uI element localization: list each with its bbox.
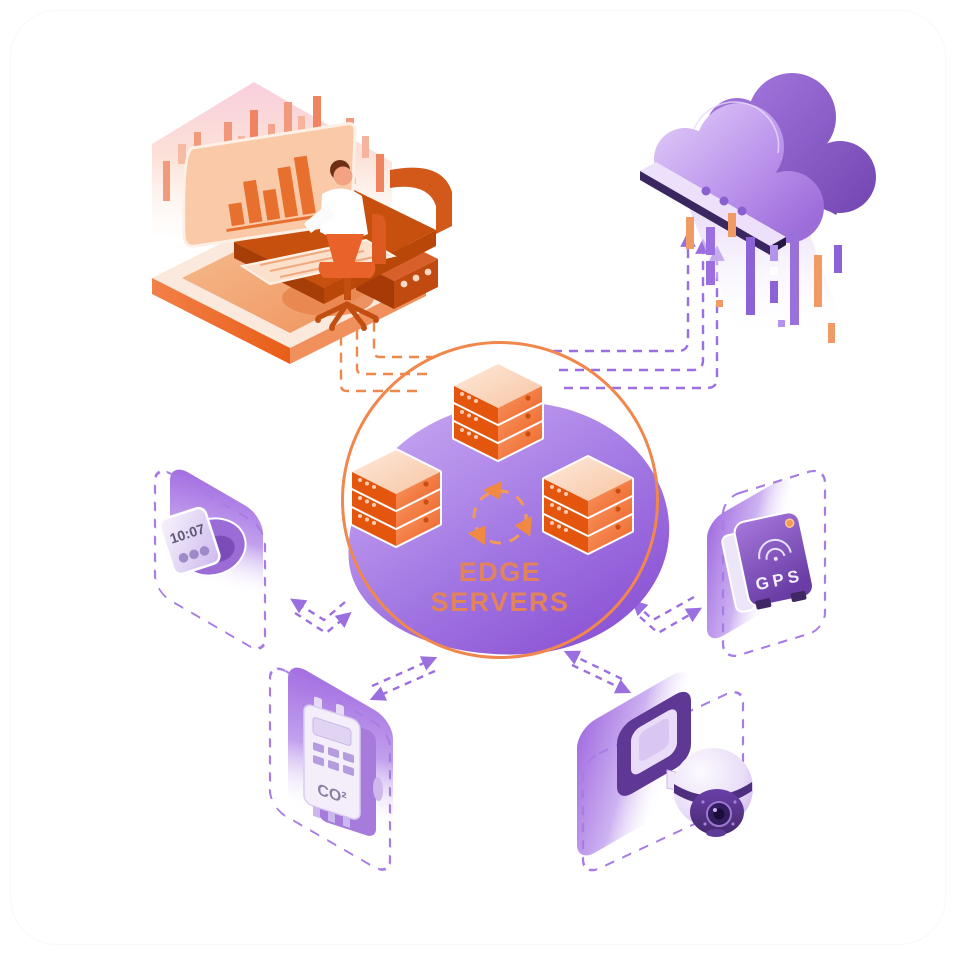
server-stack-icon [544, 457, 632, 553]
camera-dashed-frame [581, 690, 745, 872]
hub-label-line1: EDGE [458, 557, 542, 587]
person [304, 160, 368, 264]
bar-chart-on-screen [226, 155, 324, 233]
co2-sensor-illustration: CO² [268, 667, 393, 871]
security-camera-icon [673, 748, 753, 837]
smartwatch-illustration: 10:07 [153, 469, 267, 650]
gps-dashed-frame [721, 469, 827, 658]
cloud-storage-illustration [640, 73, 876, 360]
hub-graphics [341, 341, 659, 659]
node-co2-sensor: CO² [250, 645, 420, 880]
watch-dashed-frame [153, 470, 267, 650]
node-gps-tracker: GPS [690, 455, 850, 665]
server-stack-icon [352, 450, 440, 546]
node-smartwatch: 10:07 [140, 450, 300, 662]
smartwatch-icon: 10:07 [158, 506, 247, 577]
wall-mount-plate [617, 691, 691, 796]
gps-tracker-icon: GPS [721, 511, 814, 613]
co2-dashed-frame [268, 667, 392, 871]
hub-ring [341, 341, 659, 659]
node-security-camera [555, 650, 765, 885]
co2-sensor-icon: CO² [303, 696, 383, 836]
gps-tracker-illustration: GPS [707, 469, 827, 658]
security-camera-illustration [577, 672, 753, 872]
edge-servers-hub: EDGE SERVERS [338, 341, 678, 666]
falling-data-bars [686, 213, 842, 343]
sync-rotation-icon [467, 481, 532, 546]
node-workstation [138, 66, 452, 364]
hub-label: EDGE SERVERS [341, 557, 659, 617]
analyst-workstation-illustration [152, 82, 452, 364]
cloud-dots [701, 186, 747, 216]
cloud-front-face [654, 103, 824, 245]
hub-label-line2: SERVERS [430, 587, 570, 617]
office-chair [315, 213, 386, 331]
server-stack-icon [454, 364, 542, 460]
node-cloud [628, 73, 890, 375]
